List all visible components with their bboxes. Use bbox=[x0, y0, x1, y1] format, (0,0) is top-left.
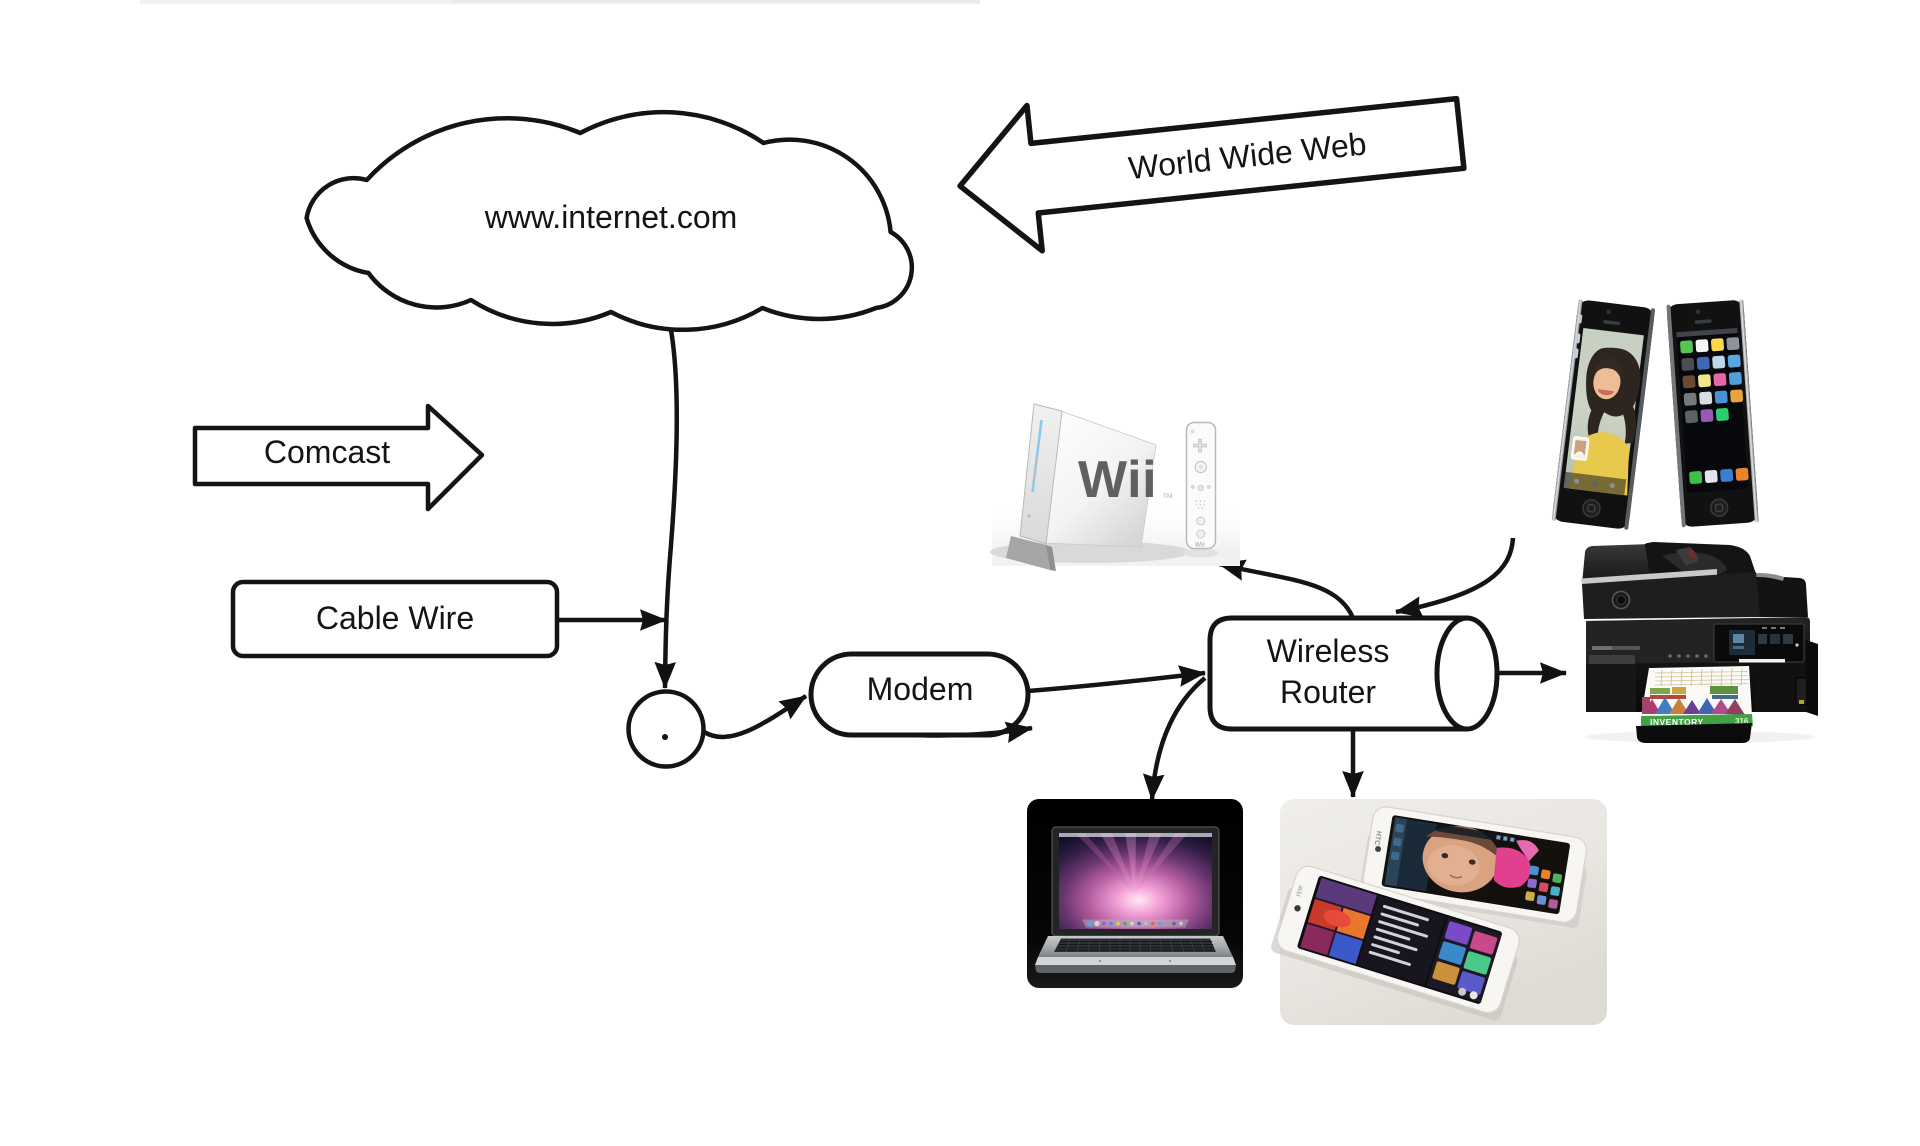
svg-text:HTC: HTC bbox=[1373, 830, 1382, 845]
svg-text:Cable Wire: Cable Wire bbox=[316, 600, 474, 636]
svg-text:316: 316 bbox=[1735, 717, 1749, 726]
svg-text:Wii: Wii bbox=[1078, 451, 1157, 509]
svg-text:INVENTORY: INVENTORY bbox=[1650, 717, 1704, 727]
svg-text:Modem: Modem bbox=[867, 671, 974, 707]
svg-text:Wii: Wii bbox=[1195, 542, 1205, 549]
svg-text:Comcast: Comcast bbox=[264, 434, 390, 470]
svg-text:Wireless: Wireless bbox=[1267, 633, 1390, 669]
svg-text:www.internet.com: www.internet.com bbox=[484, 199, 738, 235]
svg-text:TM: TM bbox=[1163, 493, 1172, 500]
svg-text:at&t: at&t bbox=[1294, 884, 1304, 897]
svg-text:Router: Router bbox=[1280, 674, 1376, 710]
